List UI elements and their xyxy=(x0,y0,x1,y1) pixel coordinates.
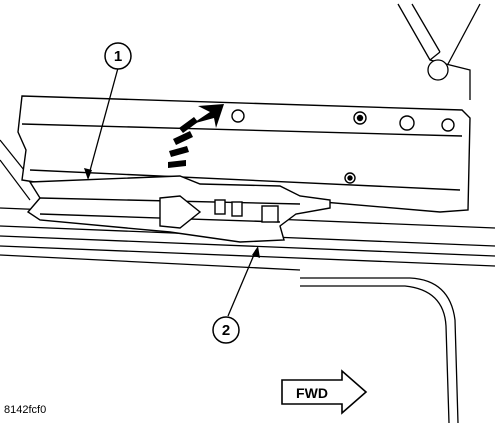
seat-track xyxy=(26,175,331,243)
rotation-arrow xyxy=(168,104,224,168)
fwd-arrow: FWD xyxy=(281,369,368,415)
callout-2: 2 xyxy=(212,316,240,344)
door-opening xyxy=(300,277,459,423)
leader-arrowhead-2 xyxy=(252,246,260,258)
pillar xyxy=(397,3,481,100)
callout-1: 1 xyxy=(104,42,132,70)
callout-2-number: 2 xyxy=(222,322,230,339)
figure-id: 8142fcf0 xyxy=(4,404,47,416)
leader-arrowhead-1 xyxy=(84,168,92,180)
leader-lines xyxy=(87,67,257,317)
fwd-label: FWD xyxy=(296,385,328,401)
callout-1-number: 1 xyxy=(114,48,122,65)
